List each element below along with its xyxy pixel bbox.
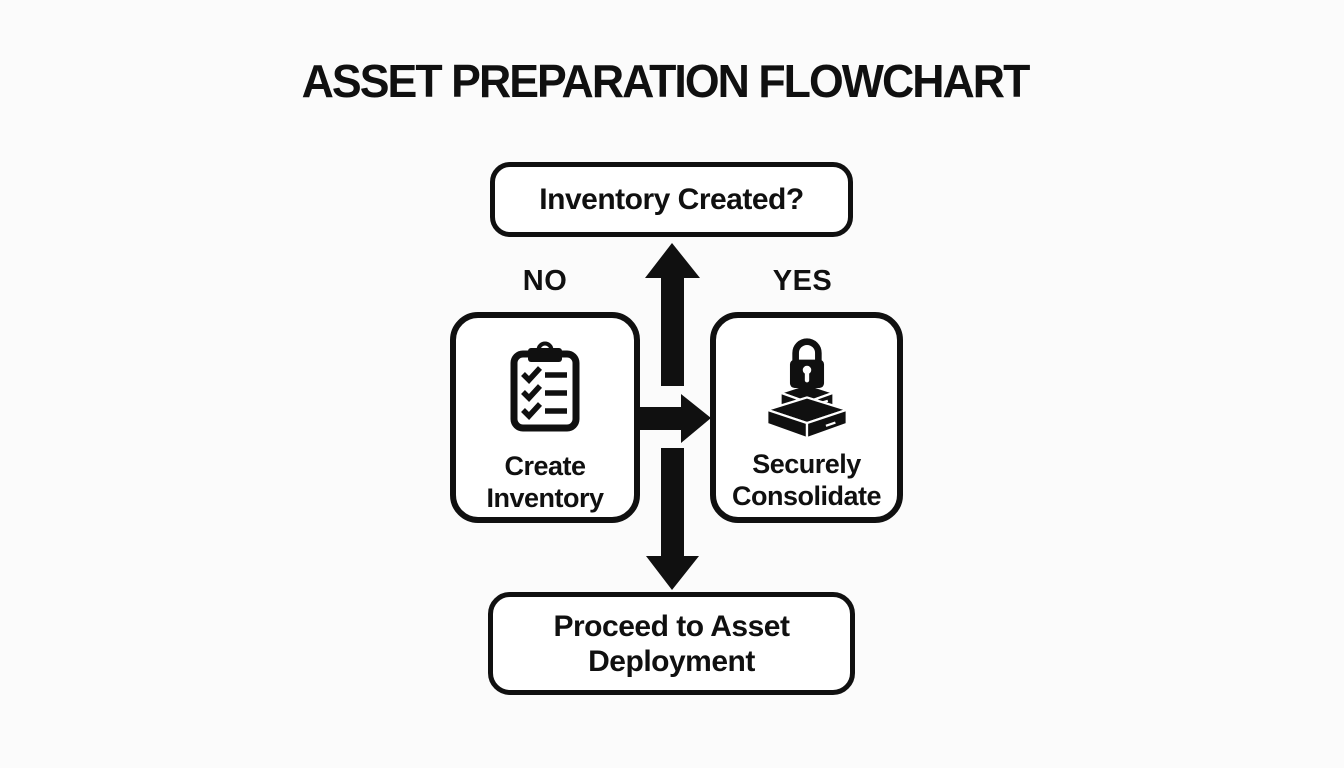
node-create-inventory: Create Inventory xyxy=(450,312,640,523)
node-securely-consolidate: Securely Consolidate xyxy=(710,312,903,523)
branch-label-no: NO xyxy=(522,265,568,297)
arrow-right-icon xyxy=(637,394,711,443)
label-line: Consolidate xyxy=(731,481,882,511)
clipboard-checklist-icon xyxy=(510,341,580,432)
label-line: Deployment xyxy=(588,644,755,678)
arrow-up-icon xyxy=(645,243,700,386)
node-label-create-inventory: Create Inventory xyxy=(486,450,604,514)
decision-node-inventory-created: Inventory Created? xyxy=(490,162,853,237)
node-label-securely-consolidate: Securely Consolidate xyxy=(731,448,882,512)
branch-label-yes: YES xyxy=(772,265,833,297)
node-proceed-to-deployment: Proceed to Asset Deployment xyxy=(488,592,855,695)
label-line: Inventory xyxy=(486,483,604,513)
label-line: Proceed to Asset xyxy=(553,609,790,643)
label-line: Create xyxy=(504,451,586,481)
locked-boxes-icon xyxy=(765,338,848,440)
flowchart-title: ASSET PREPARATION FLOWCHART xyxy=(301,55,1031,107)
decision-label: Inventory Created? xyxy=(539,182,804,216)
label-line: Securely xyxy=(752,449,861,479)
arrow-down-icon xyxy=(646,448,699,590)
